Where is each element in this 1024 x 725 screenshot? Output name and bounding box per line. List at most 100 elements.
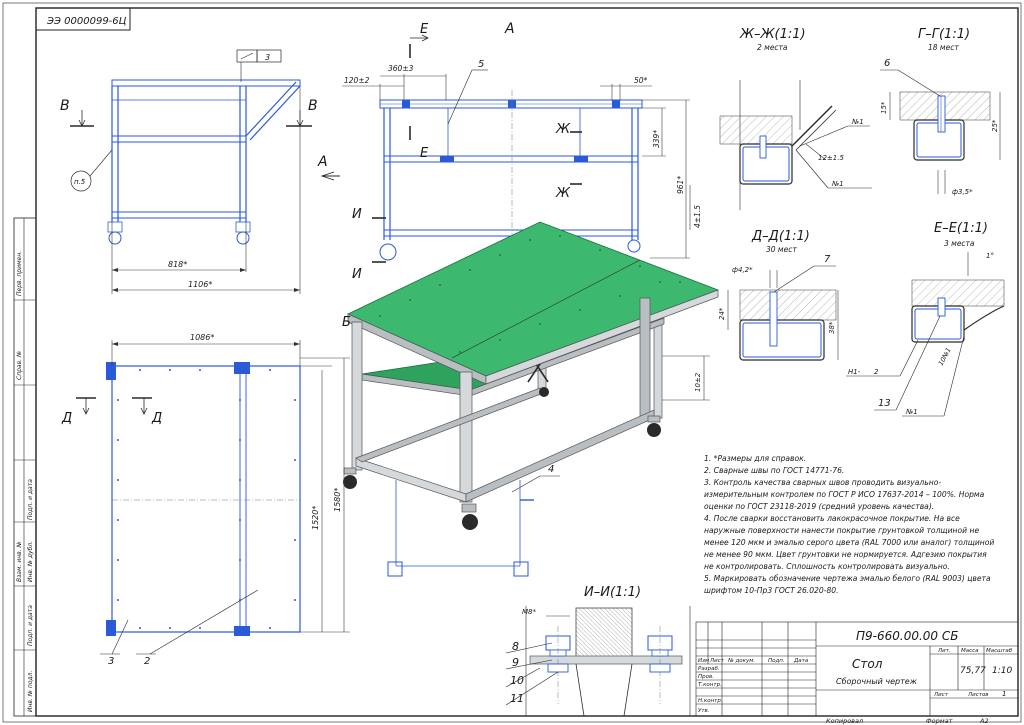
note-5: 5. Маркировать обозначение чертежа эмаль… <box>704 574 991 583</box>
note-4e: не контролировать. Сплошность контролиро… <box>704 562 950 571</box>
sec-i-pos-11: 11 <box>510 692 524 705</box>
strip-label-2: Справ. № <box>16 351 23 380</box>
dim-360: 360±3 <box>388 64 414 73</box>
view-label-A-left: А <box>317 154 328 170</box>
view-label-D2: Д <box>151 411 162 426</box>
technical-notes: 1. *Размеры для справок. 2. Сварные швы … <box>704 454 994 595</box>
sec-g-sub: 18 мест <box>928 43 959 52</box>
dim-120: 120±2 <box>344 76 370 85</box>
note-4: 4. После сварки восстановить лакокрасочн… <box>704 514 960 523</box>
sec-d-d42: ф4,2* <box>732 266 753 274</box>
view-label-D1: Д <box>61 411 72 426</box>
sec-e-deg: 1° <box>986 252 994 260</box>
dim-1520: 1520* <box>311 506 320 530</box>
tb-col-doc: № докум. <box>727 658 755 664</box>
note-2: 2. Сварные швы по ГОСТ 14771-76. <box>704 466 844 475</box>
sec-zh-title: Ж–Ж(1:1) <box>739 27 806 42</box>
note-3: 3. Контроль качества сварных швов провод… <box>704 478 941 487</box>
view-label-I-bot: И <box>352 267 362 282</box>
sec-e-title: Е–Е(1:1) <box>934 221 988 236</box>
sec-zh-sub: 2 места <box>757 43 788 52</box>
tb-scale-value: 1:10 <box>992 666 1012 676</box>
sec-i-pos-9: 9 <box>512 656 519 669</box>
sec-e-weld: 10№1 <box>937 346 953 367</box>
note-3b: измерительным контролем по ГОСТ Р ИСО 17… <box>704 490 985 499</box>
strip-label-1: Перв. примен. <box>16 251 23 296</box>
tb-row-utv: Утв. <box>698 708 710 714</box>
sec-g-title: Г–Г(1:1) <box>918 27 970 42</box>
tb-sheets: Листов <box>967 692 989 698</box>
sec-e-sub: 3 места <box>944 239 975 248</box>
sec-g-d15: 15* <box>880 101 888 114</box>
note-4b: наружные поверхности нанести покрытие гр… <box>704 526 979 535</box>
sec-g-d35: ф3,5* <box>952 188 973 196</box>
tb-col-izm: Изм <box>698 658 709 664</box>
footer-copied: Копировал <box>826 717 863 725</box>
sec-e-h1b: 2 <box>874 368 879 376</box>
note-4c: менее 120 мкм и эмалью серого цвета (RAL… <box>704 538 994 547</box>
top-screws <box>379 235 681 353</box>
side-leader-3: 3 <box>265 53 270 62</box>
side-view: 3 п.5 В В А 818* 1106* <box>60 49 340 294</box>
view-label-E-top: Е <box>420 22 429 37</box>
tb-row-nkontr: Н.контр. <box>698 698 723 704</box>
plan-pos-3: 3 <box>108 656 114 667</box>
tb-lit: Лит. <box>937 648 951 654</box>
sec-zh-dim: 12±1.5 <box>818 154 844 162</box>
sec-i-pos-10: 10 <box>510 674 524 687</box>
dim-10: 10±2 <box>694 372 702 392</box>
tb-designation: П9-660.00.00 СБ <box>856 629 959 643</box>
dim-1086: 1086* <box>190 333 214 342</box>
sec-d-pos-7: 7 <box>824 254 831 265</box>
tb-row-razrab: Разраб. <box>698 666 720 672</box>
front-pos-5: 5 <box>478 59 484 70</box>
sec-e-pos-13: 13 <box>878 398 891 409</box>
strip-label-3: Подп. и дата <box>27 479 34 520</box>
tb-row-prov: Пров. <box>698 674 714 680</box>
dim-961: 961* <box>676 176 685 194</box>
tb-doc-type: Сборочный чертеж <box>836 677 918 686</box>
footer-format: Формат <box>926 717 953 725</box>
view-label-E-mid: Е <box>420 146 429 161</box>
view-label-I-top: И <box>352 207 362 222</box>
view-label-B1: В <box>60 98 70 114</box>
tb-mass: Масса <box>961 648 979 654</box>
sec-d-title: Д–Д(1:1) <box>751 229 810 244</box>
sec-d-d24: 24* <box>718 307 726 320</box>
doc-code: ЭЭ 0000099-6Ц <box>46 16 127 27</box>
sec-d-d38: 38* <box>828 321 836 334</box>
strip-label-5: Взам. инв. № <box>16 541 23 582</box>
sec-e-n1: №1 <box>905 408 918 416</box>
note-3c: оценки по ГОСТ 23118-2019 (средний урове… <box>704 502 934 511</box>
plan-view: Д Д 1086* 1520* 1580* 3 2 <box>61 333 350 667</box>
tb-col-date: Дата <box>793 658 809 664</box>
dim-339: 339* <box>652 130 661 148</box>
sec-i-title: И–И(1:1) <box>584 585 641 600</box>
plan-pos-2: 2 <box>144 656 150 667</box>
sec-g-pos-6: 6 <box>884 58 890 69</box>
sec-i-pos-8: 8 <box>512 640 519 653</box>
side-weld-mark: п.5 <box>74 178 86 186</box>
section-zh: Ж–Ж(1:1) 2 места №1 12±1.5 №1 <box>719 27 872 210</box>
left-strip: Перв. примен. Справ. № Подп. и дата Инв.… <box>13 217 37 717</box>
tb-name: Стол <box>852 657 883 671</box>
view-label-Zh-bot: Ж <box>555 186 571 201</box>
note-4d: не менее 90 мкм. Цвет грунтовки не норми… <box>704 550 987 559</box>
view-label-Zh-top: Ж <box>555 122 571 137</box>
strip-label-7: Инв. № подл. <box>27 671 34 712</box>
note-1: 1. *Размеры для справок. <box>704 454 806 463</box>
iso-table: Б 10±2 4 <box>342 221 720 530</box>
view-label-B2: В <box>308 98 318 114</box>
view-label-B-iso: Б <box>342 315 351 330</box>
tb-scale: Масштаб <box>986 648 1013 654</box>
dim-50: 50* <box>634 76 648 85</box>
sec-zh-n1a: №1 <box>851 118 864 126</box>
footer: Копировал Формат А2 <box>826 717 989 725</box>
view-label-A-top: А <box>504 21 515 37</box>
front-view: А Е Е Ж Ж И И <box>342 21 702 282</box>
brace-detail <box>387 480 534 577</box>
sec-e-h1: Н1- <box>848 368 861 376</box>
tb-col-list: Лист <box>709 658 725 664</box>
sec-g-d25: 25* <box>991 119 999 132</box>
tb-sheets-value: 1 <box>1002 690 1006 698</box>
